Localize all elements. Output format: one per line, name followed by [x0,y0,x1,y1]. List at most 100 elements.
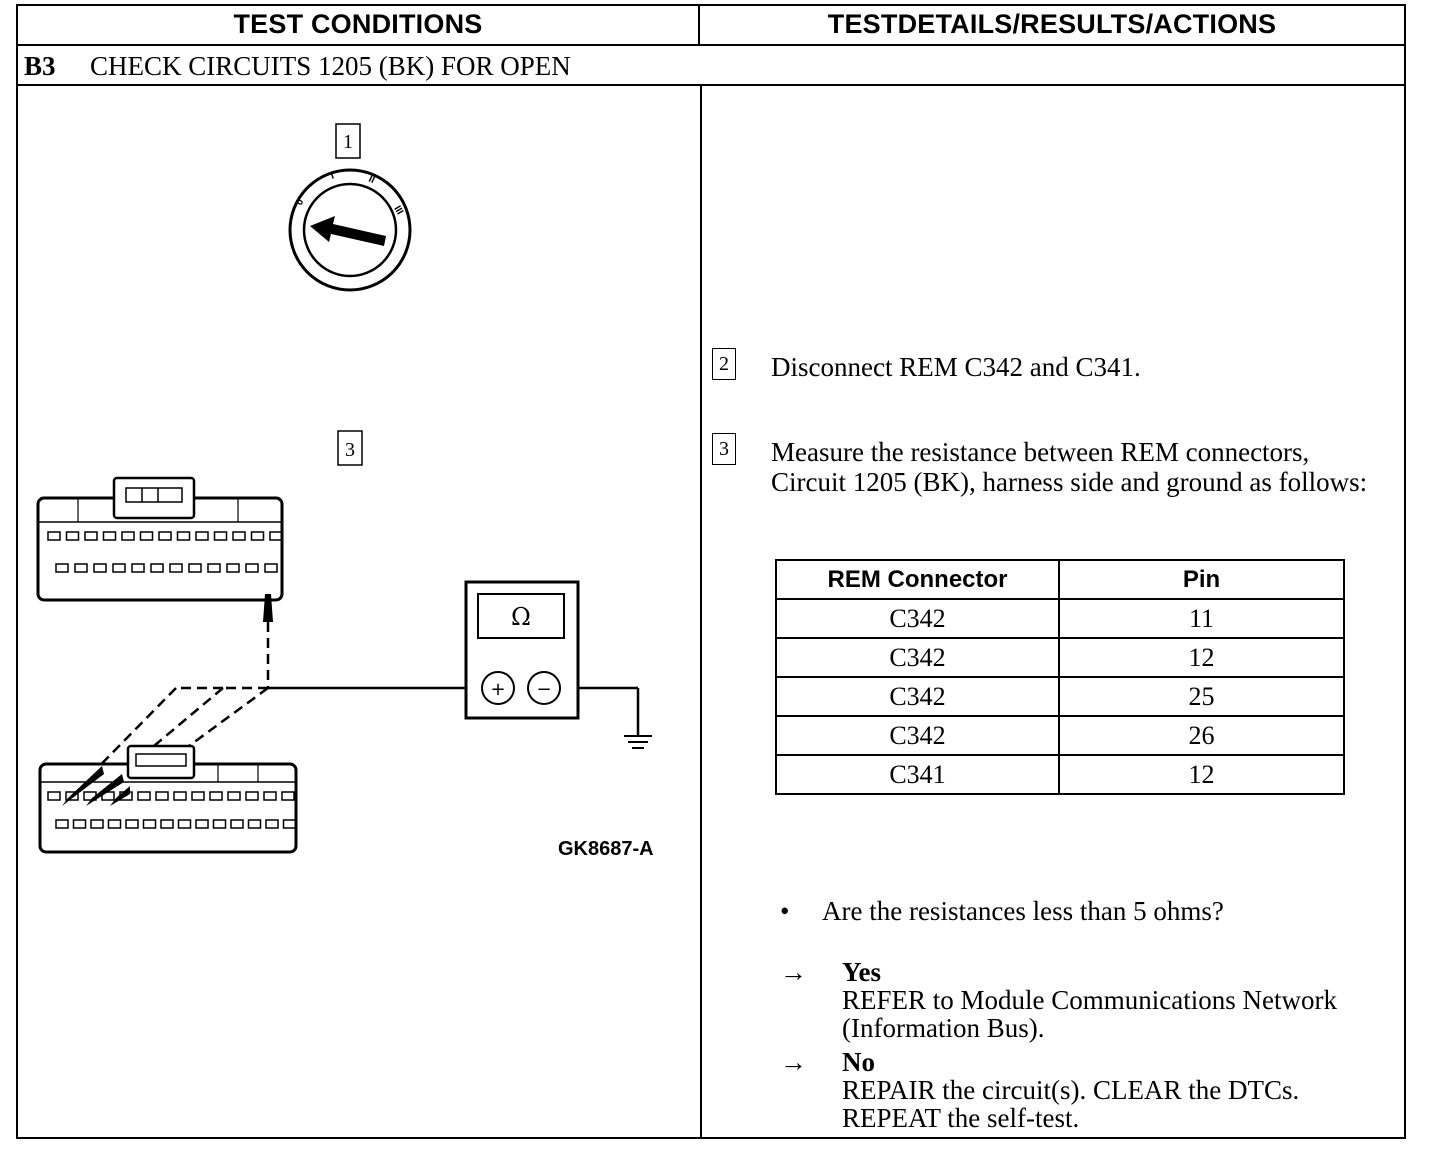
pin-cavity [226,563,240,573]
pin-cavity [195,819,209,829]
pin-cavity [191,791,205,801]
pin-cavity [230,819,244,829]
table-row: C342 12 [775,637,1345,678]
pin-cavity [209,791,223,801]
ignition-switch-icon: 0 I II III [288,168,412,292]
pin-cavity [139,531,154,541]
figure-id: GK8687-A [558,838,654,860]
callout-3: 3 [337,430,363,466]
column-header-connector: REM Connector [775,559,1060,600]
pin-cavity [282,819,297,829]
pin-cavity [65,531,80,541]
table-header-row: REM Connector Pin [775,559,1345,600]
pin-cavity [65,791,79,801]
svg-text:0: 0 [294,197,307,208]
connector-cell: C342 [775,715,1060,756]
pin-cavity [90,819,104,829]
test-conditions-figure: 1 0 I II III 3 [36,123,652,854]
pin-cavity [207,563,221,573]
table-row: C342 26 [775,715,1345,756]
question: • Are the resistances less than 5 ohms? [780,896,1224,927]
table-row: C342 11 [775,598,1345,639]
header-divider [16,44,1406,46]
pin-cavity [281,791,295,801]
pin-cavity [169,563,183,573]
svg-text:−: − [536,679,551,700]
question-text: Are the resistances less than 5 ohms? [822,896,1224,926]
header-test-conditions: TEST CONDITIONS [233,8,483,39]
outcome-no-line-2: REPEAT the self-test. [842,1103,1080,1133]
outcome-no-line-1: REPAIR the circuit(s). CLEAR the DTCs. [842,1075,1300,1105]
svg-text:I: I [329,170,336,181]
pin-cavity [227,791,241,801]
pin-cavity [142,819,157,829]
title-divider [16,84,1406,86]
pin-cavity [212,819,227,829]
rem-pin-table: REM Connector Pin C342 11 C342 12 C342 2… [775,559,1345,795]
pin-cavity [74,563,88,573]
pin-cell: 12 [1058,754,1345,795]
pin-cavity [55,563,69,573]
step-title-text: CHECK CIRCUITS 1205 (BK) FOR OPEN [90,50,571,81]
pin-cavity [269,531,283,541]
pin-cavity [232,531,246,541]
connector-c342-icon [36,476,284,602]
pin-cell: 11 [1058,598,1345,639]
pin-cavity [250,531,265,541]
pin-cavity [150,563,164,573]
probe-upper-icon [263,594,273,688]
connector-cell: C341 [775,754,1060,795]
column-divider-top [698,4,700,46]
pin-cavity [195,531,209,541]
header-test-details: TESTDETAILS/RESULTS/ACTIONS [827,8,1277,39]
pin-cavity [264,563,278,573]
ground-icon [624,735,652,749]
ohmmeter-icon: Ω + − [464,580,580,720]
step-3-box: 3 [712,433,736,465]
step-2-box: 2 [712,348,736,380]
pin-cavity [137,791,151,801]
pin-cavity [72,819,87,829]
pin-cavity [158,531,172,541]
pin-cavity [93,563,107,573]
arrow-icon: → [780,957,807,987]
pin-cavity [173,791,187,801]
svg-text:1: 1 [343,131,353,153]
pin-cavity [121,531,135,541]
column-divider-body [700,86,702,1139]
pin-cavity [102,531,117,541]
column-header-pin: Pin [1058,559,1345,600]
connector-cell: C342 [775,637,1060,678]
bullet-icon: • [780,896,790,926]
pin-cavity [177,819,192,829]
arrow-icon: → [780,1047,807,1077]
pin-cell: 12 [1058,637,1345,678]
pin-cavity [125,819,139,829]
svg-text:+: + [490,679,505,700]
outcome-yes-label: Yes [842,957,881,987]
pin-cavity [245,563,259,573]
pin-cavity [247,819,262,829]
procedure-frame [16,4,1406,1139]
outcome-yes-line-2: (Information Bus). [842,1013,1045,1043]
pin-cell: 25 [1058,676,1345,717]
svg-text:3: 3 [345,439,355,461]
step-title: B3 CHECK CIRCUITS 1205 (BK) FOR OPEN [24,48,571,84]
outcome-no-label: No [842,1047,875,1077]
pin-cavity [155,791,169,801]
pin-cavity [176,531,191,541]
pin-cavity [47,791,61,801]
connector-cell: C342 [775,598,1060,639]
probes-lower-icon [62,766,130,806]
pin-cavity [112,563,126,573]
pin-cavity [131,563,145,573]
pin-cavity [84,531,98,541]
svg-text:Ω: Ω [511,603,531,631]
step-2-text: Disconnect REM C342 and C341. [771,352,1141,382]
pin-cavity [47,531,61,541]
pin-cavity [188,563,202,573]
pin-cavity [213,531,228,541]
step-code: B3 [24,50,56,81]
pin-cavity [160,819,174,829]
connector-cell: C342 [775,676,1060,717]
